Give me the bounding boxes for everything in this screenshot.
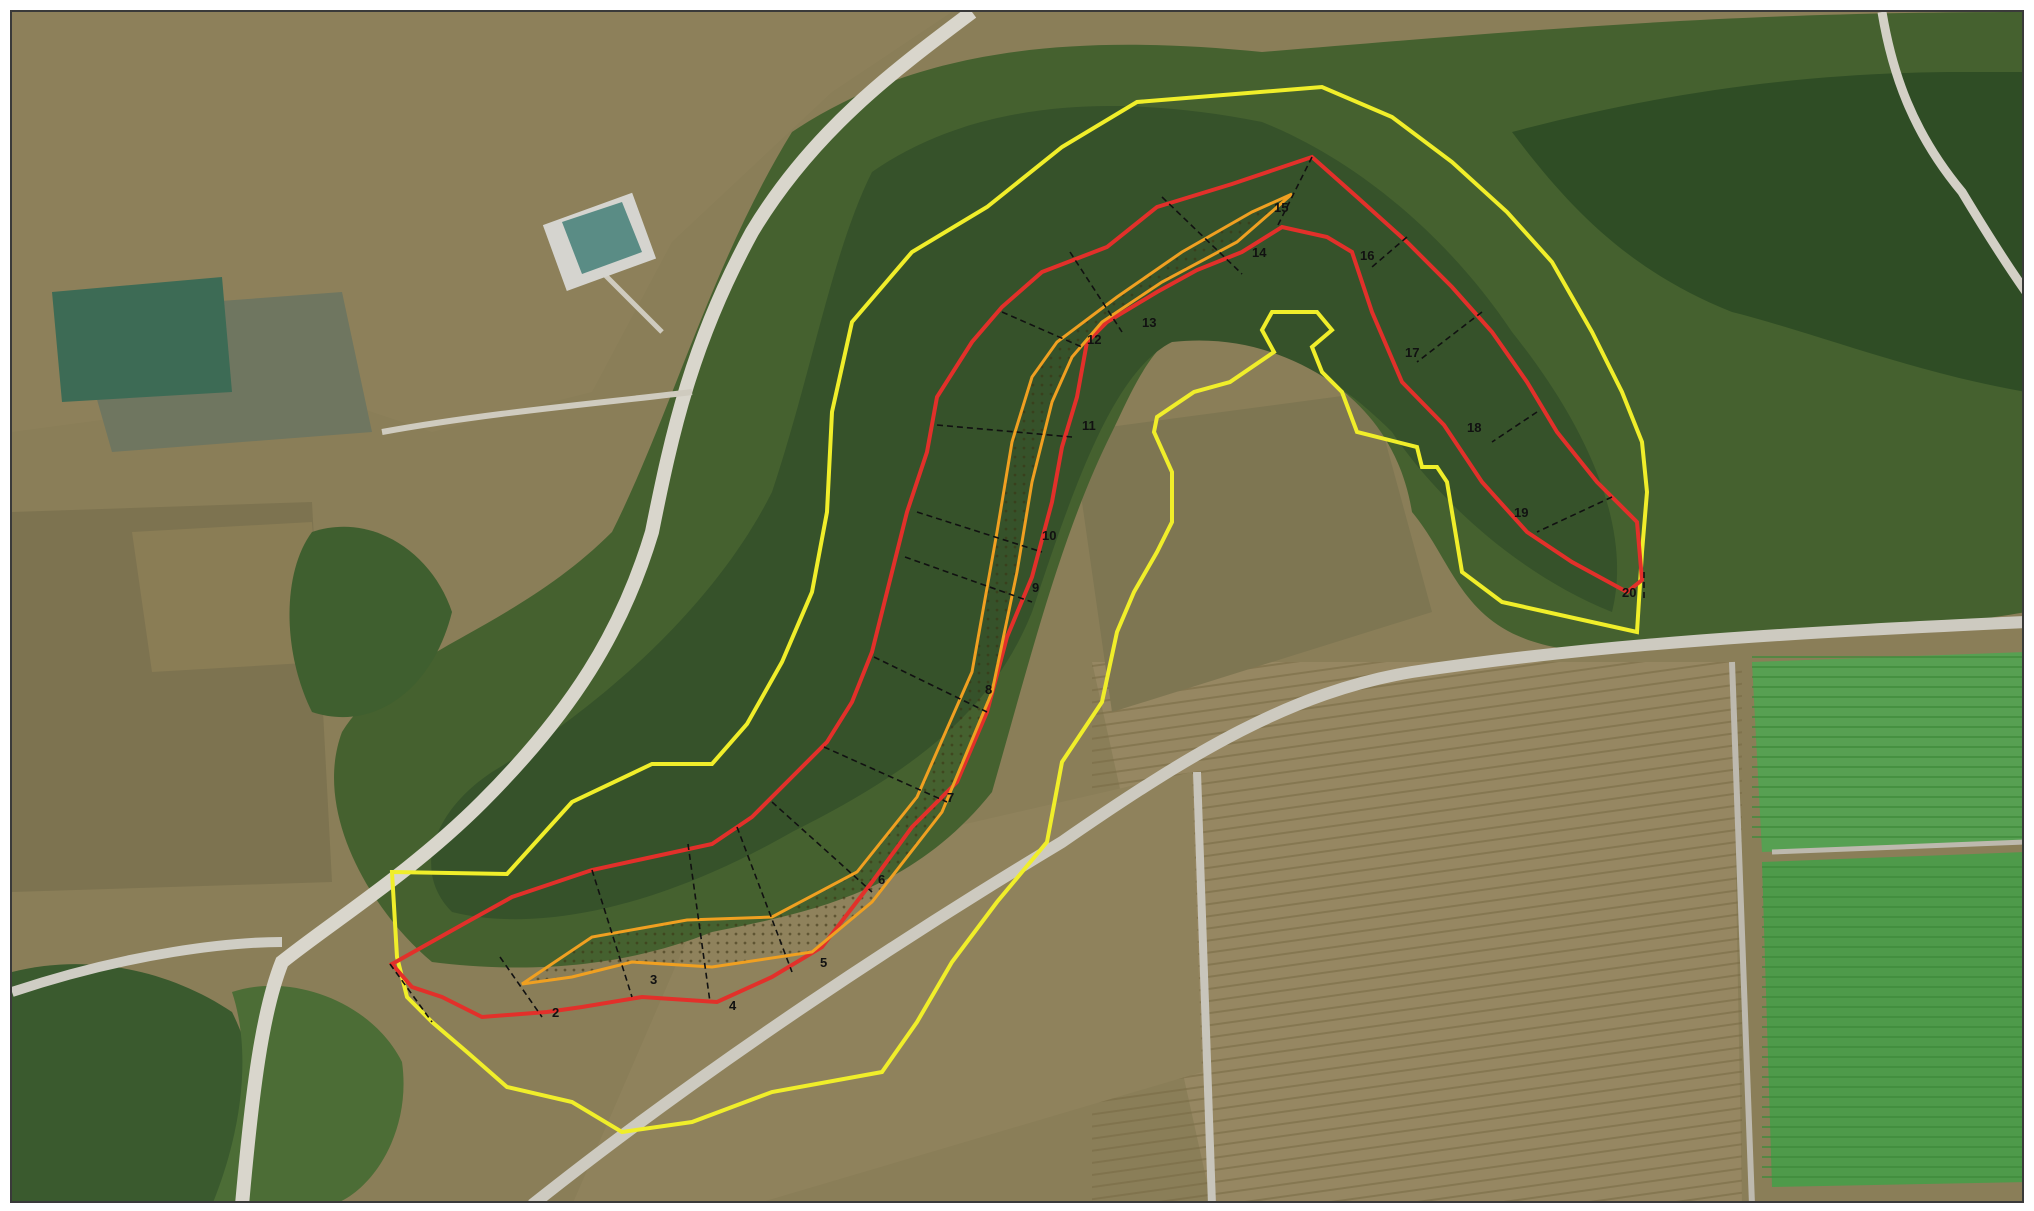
outer-zone-boundary[interactable] (389, 84, 1650, 1135)
field-green (1752, 652, 2022, 842)
section-label: 17 (1405, 345, 1419, 360)
road (1771, 839, 2022, 855)
section-labels: 2 3 4 5 6 7 8 9 10 11 12 13 14 15 16 17 … (552, 200, 1636, 1020)
cross-section-line[interactable] (936, 424, 1073, 438)
cross-section-line[interactable] (1069, 251, 1123, 333)
section-label: 20 (1622, 585, 1636, 600)
cross-section-line[interactable] (499, 956, 543, 1018)
cross-section-line[interactable] (823, 746, 948, 803)
road (1193, 771, 1216, 1201)
cross-section-line[interactable] (1416, 311, 1483, 363)
section-label: 15 (1274, 200, 1288, 215)
road (12, 937, 283, 997)
cross-section-line[interactable] (1001, 311, 1083, 348)
cross-sections (389, 156, 1645, 1023)
section-label: 14 (1252, 245, 1267, 260)
section-label: 18 (1467, 420, 1481, 435)
field (52, 277, 232, 402)
cross-section-line[interactable] (1536, 496, 1613, 533)
section-label: 12 (1087, 332, 1101, 347)
road (1877, 12, 2022, 295)
cross-section-line[interactable] (687, 843, 711, 1003)
section-label: 9 (1032, 580, 1039, 595)
section-label: 3 (650, 972, 657, 987)
map-frame: 2 3 4 5 6 7 8 9 10 11 12 13 14 15 16 17 … (10, 10, 2024, 1203)
cross-section-line[interactable] (1161, 196, 1243, 275)
road (528, 616, 2022, 1201)
cross-section-line[interactable] (904, 556, 1033, 603)
cross-section-line[interactable] (916, 511, 1043, 553)
section-label: 13 (1142, 315, 1156, 330)
cross-section-line[interactable] (771, 801, 873, 893)
channel-boundary[interactable] (521, 192, 1293, 986)
section-label: 2 (552, 1005, 559, 1020)
field (132, 522, 322, 672)
section-label: 16 (1360, 248, 1374, 263)
section-label: 5 (820, 955, 827, 970)
section-label: 6 (878, 872, 885, 887)
cross-section-line[interactable] (591, 869, 633, 998)
field (1072, 392, 1432, 712)
section-label: 4 (729, 998, 737, 1013)
cross-section-line[interactable] (1276, 156, 1313, 228)
inner-zone-boundary[interactable] (388, 154, 1645, 1020)
section-label: 11 (1082, 418, 1096, 433)
channel-hatch (522, 194, 1292, 984)
road (1729, 661, 1755, 1201)
road (381, 389, 693, 435)
forest (1512, 72, 2022, 392)
aerial-map[interactable]: 2 3 4 5 6 7 8 9 10 11 12 13 14 15 16 17 … (12, 12, 2024, 1203)
section-label: 10 (1042, 528, 1056, 543)
cross-section-line[interactable] (736, 826, 793, 973)
cross-section-line[interactable] (873, 656, 988, 713)
cross-section-line[interactable] (389, 963, 433, 1023)
section-label: 19 (1514, 505, 1528, 520)
forest (12, 964, 254, 1201)
section-label: 7 (947, 790, 954, 805)
section-label: 8 (985, 682, 992, 697)
forest (289, 526, 452, 718)
cross-section-line[interactable] (1371, 236, 1408, 268)
field-green (1762, 862, 2022, 1182)
road (235, 12, 977, 1201)
cross-section-line[interactable] (1491, 411, 1538, 443)
building (542, 192, 657, 291)
